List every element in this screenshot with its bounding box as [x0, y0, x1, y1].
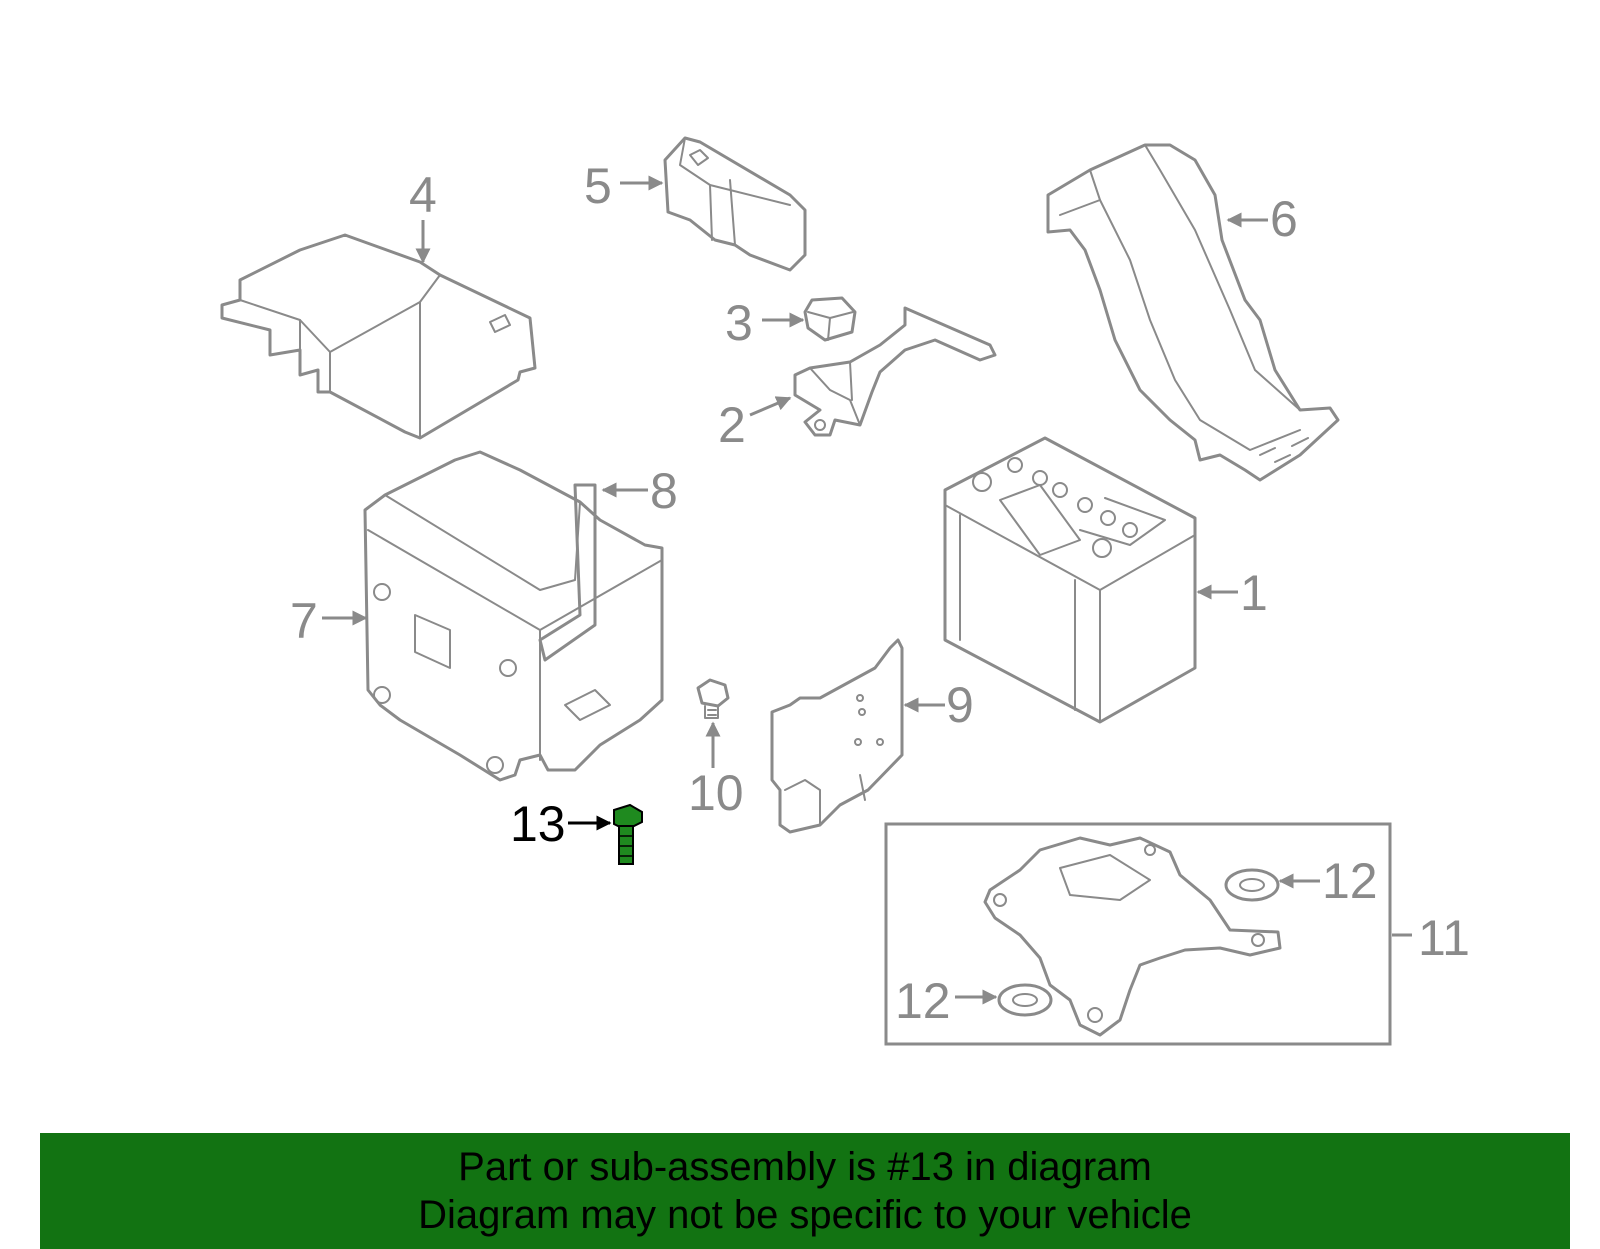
callout-7: 7: [290, 593, 318, 649]
info-banner: Part or sub-assembly is #13 in diagram D…: [40, 1133, 1570, 1249]
part-1-battery[interactable]: [943, 436, 1197, 724]
part-12-washer-upper[interactable]: [1224, 868, 1280, 902]
callout-10: 10: [688, 765, 744, 821]
part-12-washer-lower[interactable]: [997, 983, 1053, 1017]
callout-arrows: [322, 175, 1412, 1005]
banner-line-2: Diagram may not be specific to your vehi…: [418, 1193, 1192, 1237]
callout-2: 2: [718, 397, 746, 453]
callout-6: 6: [1270, 191, 1298, 247]
part-9-plate[interactable]: [770, 638, 904, 834]
callout-1: 1: [1240, 565, 1268, 621]
part-6-duct[interactable]: [1046, 143, 1340, 482]
callout-9: 9: [946, 677, 974, 733]
banner-line-1: Part or sub-assembly is #13 in diagram: [458, 1145, 1152, 1189]
part-2-hold-down-bracket[interactable]: [793, 306, 997, 437]
part-5-fuse-cover[interactable]: [663, 136, 807, 272]
callout-4: 4: [409, 167, 437, 223]
part-11-subassembly[interactable]: [884, 822, 1392, 1046]
part-13-bolt-highlighted[interactable]: [613, 803, 643, 865]
part-10-bolt[interactable]: [696, 678, 730, 719]
part-8-tray-bracket[interactable]: [538, 483, 597, 662]
callout-labels: 4 5 3 2 6 1 8 7 9 10 12 11 12 13: [290, 158, 1470, 1029]
callout-8: 8: [650, 463, 678, 519]
callout-12-lower: 12: [895, 973, 951, 1029]
part-7-battery-tray[interactable]: [363, 450, 664, 782]
part-4-battery-cover[interactable]: [220, 233, 537, 440]
callout-12-upper: 12: [1322, 853, 1378, 909]
callout-5: 5: [584, 158, 612, 214]
callout-13-highlighted: 13: [510, 796, 566, 852]
parts-diagram: 4 5 3 2 6 1 8 7 9 10 12 11 12 13: [220, 136, 1470, 1046]
callout-11: 11: [1418, 910, 1470, 966]
callout-3: 3: [725, 295, 753, 351]
part-3-nut[interactable]: [803, 296, 857, 342]
